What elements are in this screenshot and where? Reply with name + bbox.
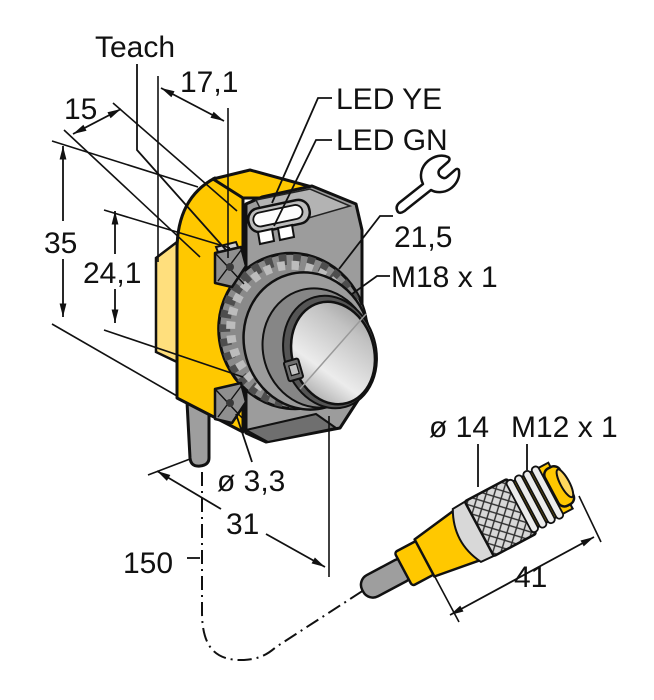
wrench-size-leader: [338, 215, 393, 270]
led-ye-leader: [271, 97, 332, 204]
dim-35-label: 35: [44, 227, 77, 260]
dim-171-line: [160, 87, 225, 122]
upper-mount-hole: [226, 263, 234, 271]
teach-leader: [136, 64, 227, 251]
led-indicator-yellow: [256, 227, 276, 246]
lower-mount-hole: [226, 399, 234, 407]
wrench-size-label: 21,5: [394, 221, 452, 254]
mounting-ear-upper: [213, 245, 248, 289]
dim-31-lower: [265, 533, 326, 568]
led-gn-label: LED GN: [336, 124, 448, 157]
lens-reflection-line: [299, 313, 367, 390]
sensor-cable: [185, 399, 211, 468]
mount-hole-leader: [235, 413, 253, 463]
mount-hole-label: ø 3,3: [217, 465, 285, 498]
sensor-body: [154, 168, 378, 468]
connector-thread-label: M12 x 1: [511, 411, 618, 444]
dimension-lines: [59, 87, 595, 616]
connector-dia-label: ø 14: [429, 411, 489, 444]
dim-31-label: 31: [226, 508, 259, 541]
m18-leader: [351, 275, 390, 295]
body-back-face: [154, 239, 179, 364]
led-ye-label: LED YE: [336, 83, 442, 116]
dim-31-upper: [156, 470, 222, 510]
leader-lines: [136, 64, 528, 559]
front-housing-bottom: [243, 412, 339, 444]
m12-connector: [359, 461, 576, 599]
led-gn-leader: [273, 139, 332, 227]
extension-lines: [51, 76, 602, 623]
cable-centerline: [201, 472, 365, 662]
dim-15-line: [72, 108, 122, 135]
connector-face: [555, 468, 575, 499]
lens-nut: [217, 251, 378, 411]
dim-15-label: 15: [64, 93, 97, 126]
connector-threads: [505, 465, 565, 533]
dim-41-label: 41: [514, 561, 547, 594]
dim-241-label: 24,1: [83, 257, 141, 290]
bezel-clamp: [282, 357, 304, 383]
mounting-ear-lower: [213, 381, 248, 425]
dim-41-line: [449, 536, 595, 616]
dim-171-label: 17,1: [180, 66, 238, 99]
teach-label: Teach: [95, 31, 175, 64]
led-indicator-green: [276, 223, 296, 242]
wrench-icon: [395, 154, 461, 215]
lens-thread-label: M18 x 1: [391, 261, 498, 294]
cable-length-label: 150: [123, 547, 173, 580]
